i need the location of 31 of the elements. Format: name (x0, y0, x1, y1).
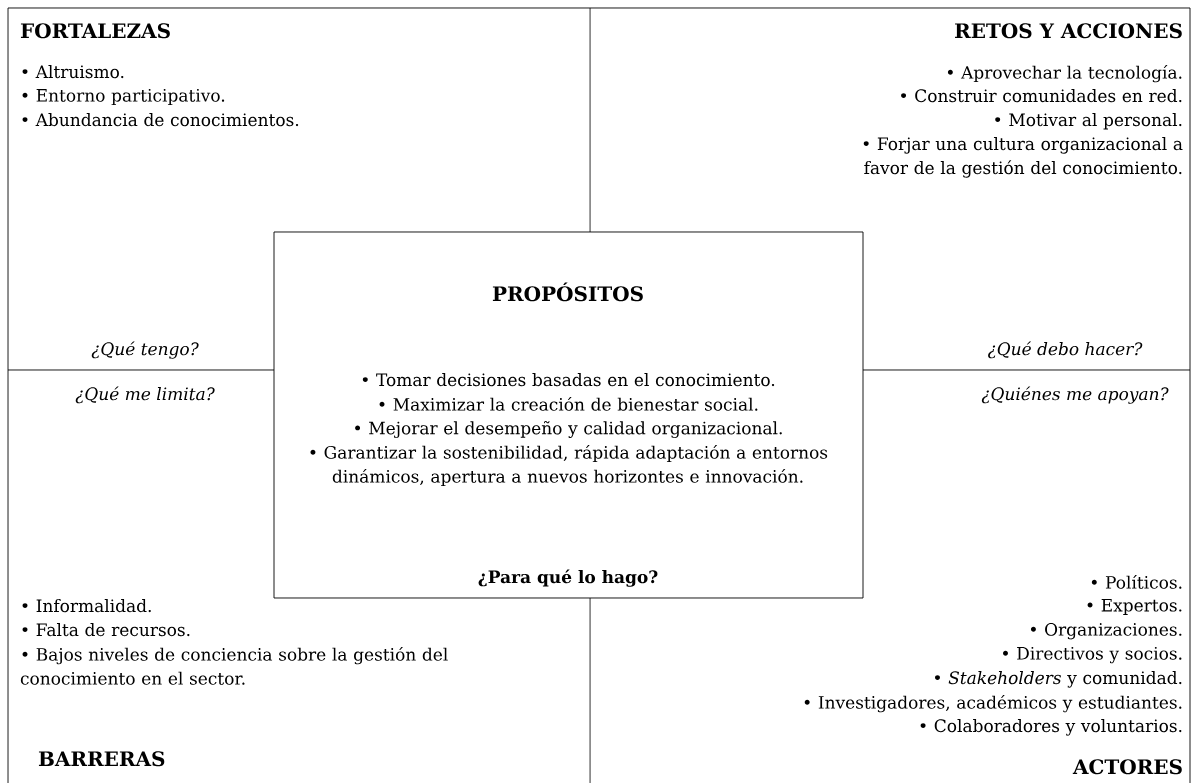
bullet-item: • Políticos. (1091, 575, 1182, 589)
bullet-item: • Garantizar la sostenibilidad, rápida adaptación a entornos dinámicos, apertura a nuevos horizontes e innovación. (310, 445, 828, 487)
panel-heading: PROPÓSITOS (492, 282, 643, 302)
bullet-item: • Organizaciones. (1030, 623, 1182, 640)
bullet-item: • Colaboradores y voluntarios. (920, 719, 1182, 736)
question-text: ¿Qué me limita? (75, 386, 215, 404)
question-text: ¿Quiénes me apoyan? (981, 386, 1169, 404)
bullet-item: • Bajos niveles de conciencia sobre la gestión del conocimiento en el sector. (20, 647, 448, 685)
question-text: ¿Para qué lo hago? (478, 569, 658, 587)
bullet-item: • Expertos. (1087, 599, 1182, 615)
panel-heading: RETOS Y ACCIONES (955, 23, 1182, 39)
bullet-item: • Falta de recursos. (22, 623, 190, 637)
bullet-item: • Maximizar la creación de bienestar social. (379, 397, 758, 411)
bullet-item: • Motivar al personal. (995, 113, 1182, 130)
bullet-item: • Informalidad. (22, 599, 151, 613)
bullet-item: • Investigadores, académicos y estudiantes. (804, 695, 1182, 713)
bullet-item: • Mejorar el desempeño y calidad organizacional. (355, 421, 782, 438)
panel-heading: FORTALEZAS (20, 23, 170, 39)
bullet-item: • Abundancia de conocimientos. (22, 113, 299, 127)
question-text: ¿Qué tengo? (91, 341, 199, 359)
bullet-item: • Altruismo. (22, 65, 124, 79)
bullet-item: • Entorno participativo. (22, 89, 225, 106)
bullet-item: • Tomar decisiones basadas en el conocimiento. (362, 373, 775, 387)
panel-heading: BARRERAS (38, 751, 165, 767)
bullet-item: • Aprovechar la tecnología. (947, 65, 1182, 83)
question-text: ¿Qué debo hacer? (988, 341, 1143, 359)
bullet-item: • Directivos y socios. (1003, 647, 1182, 664)
panel-heading: ACTORES (1072, 759, 1182, 775)
bullet-item: • Stakeholders y comunidad. (935, 671, 1182, 688)
bullet-item: • Construir comunidades en red. (901, 89, 1182, 103)
bullet-item: • Forjar una cultura organizacional a favor de la gestión del conocimiento. (863, 137, 1183, 178)
